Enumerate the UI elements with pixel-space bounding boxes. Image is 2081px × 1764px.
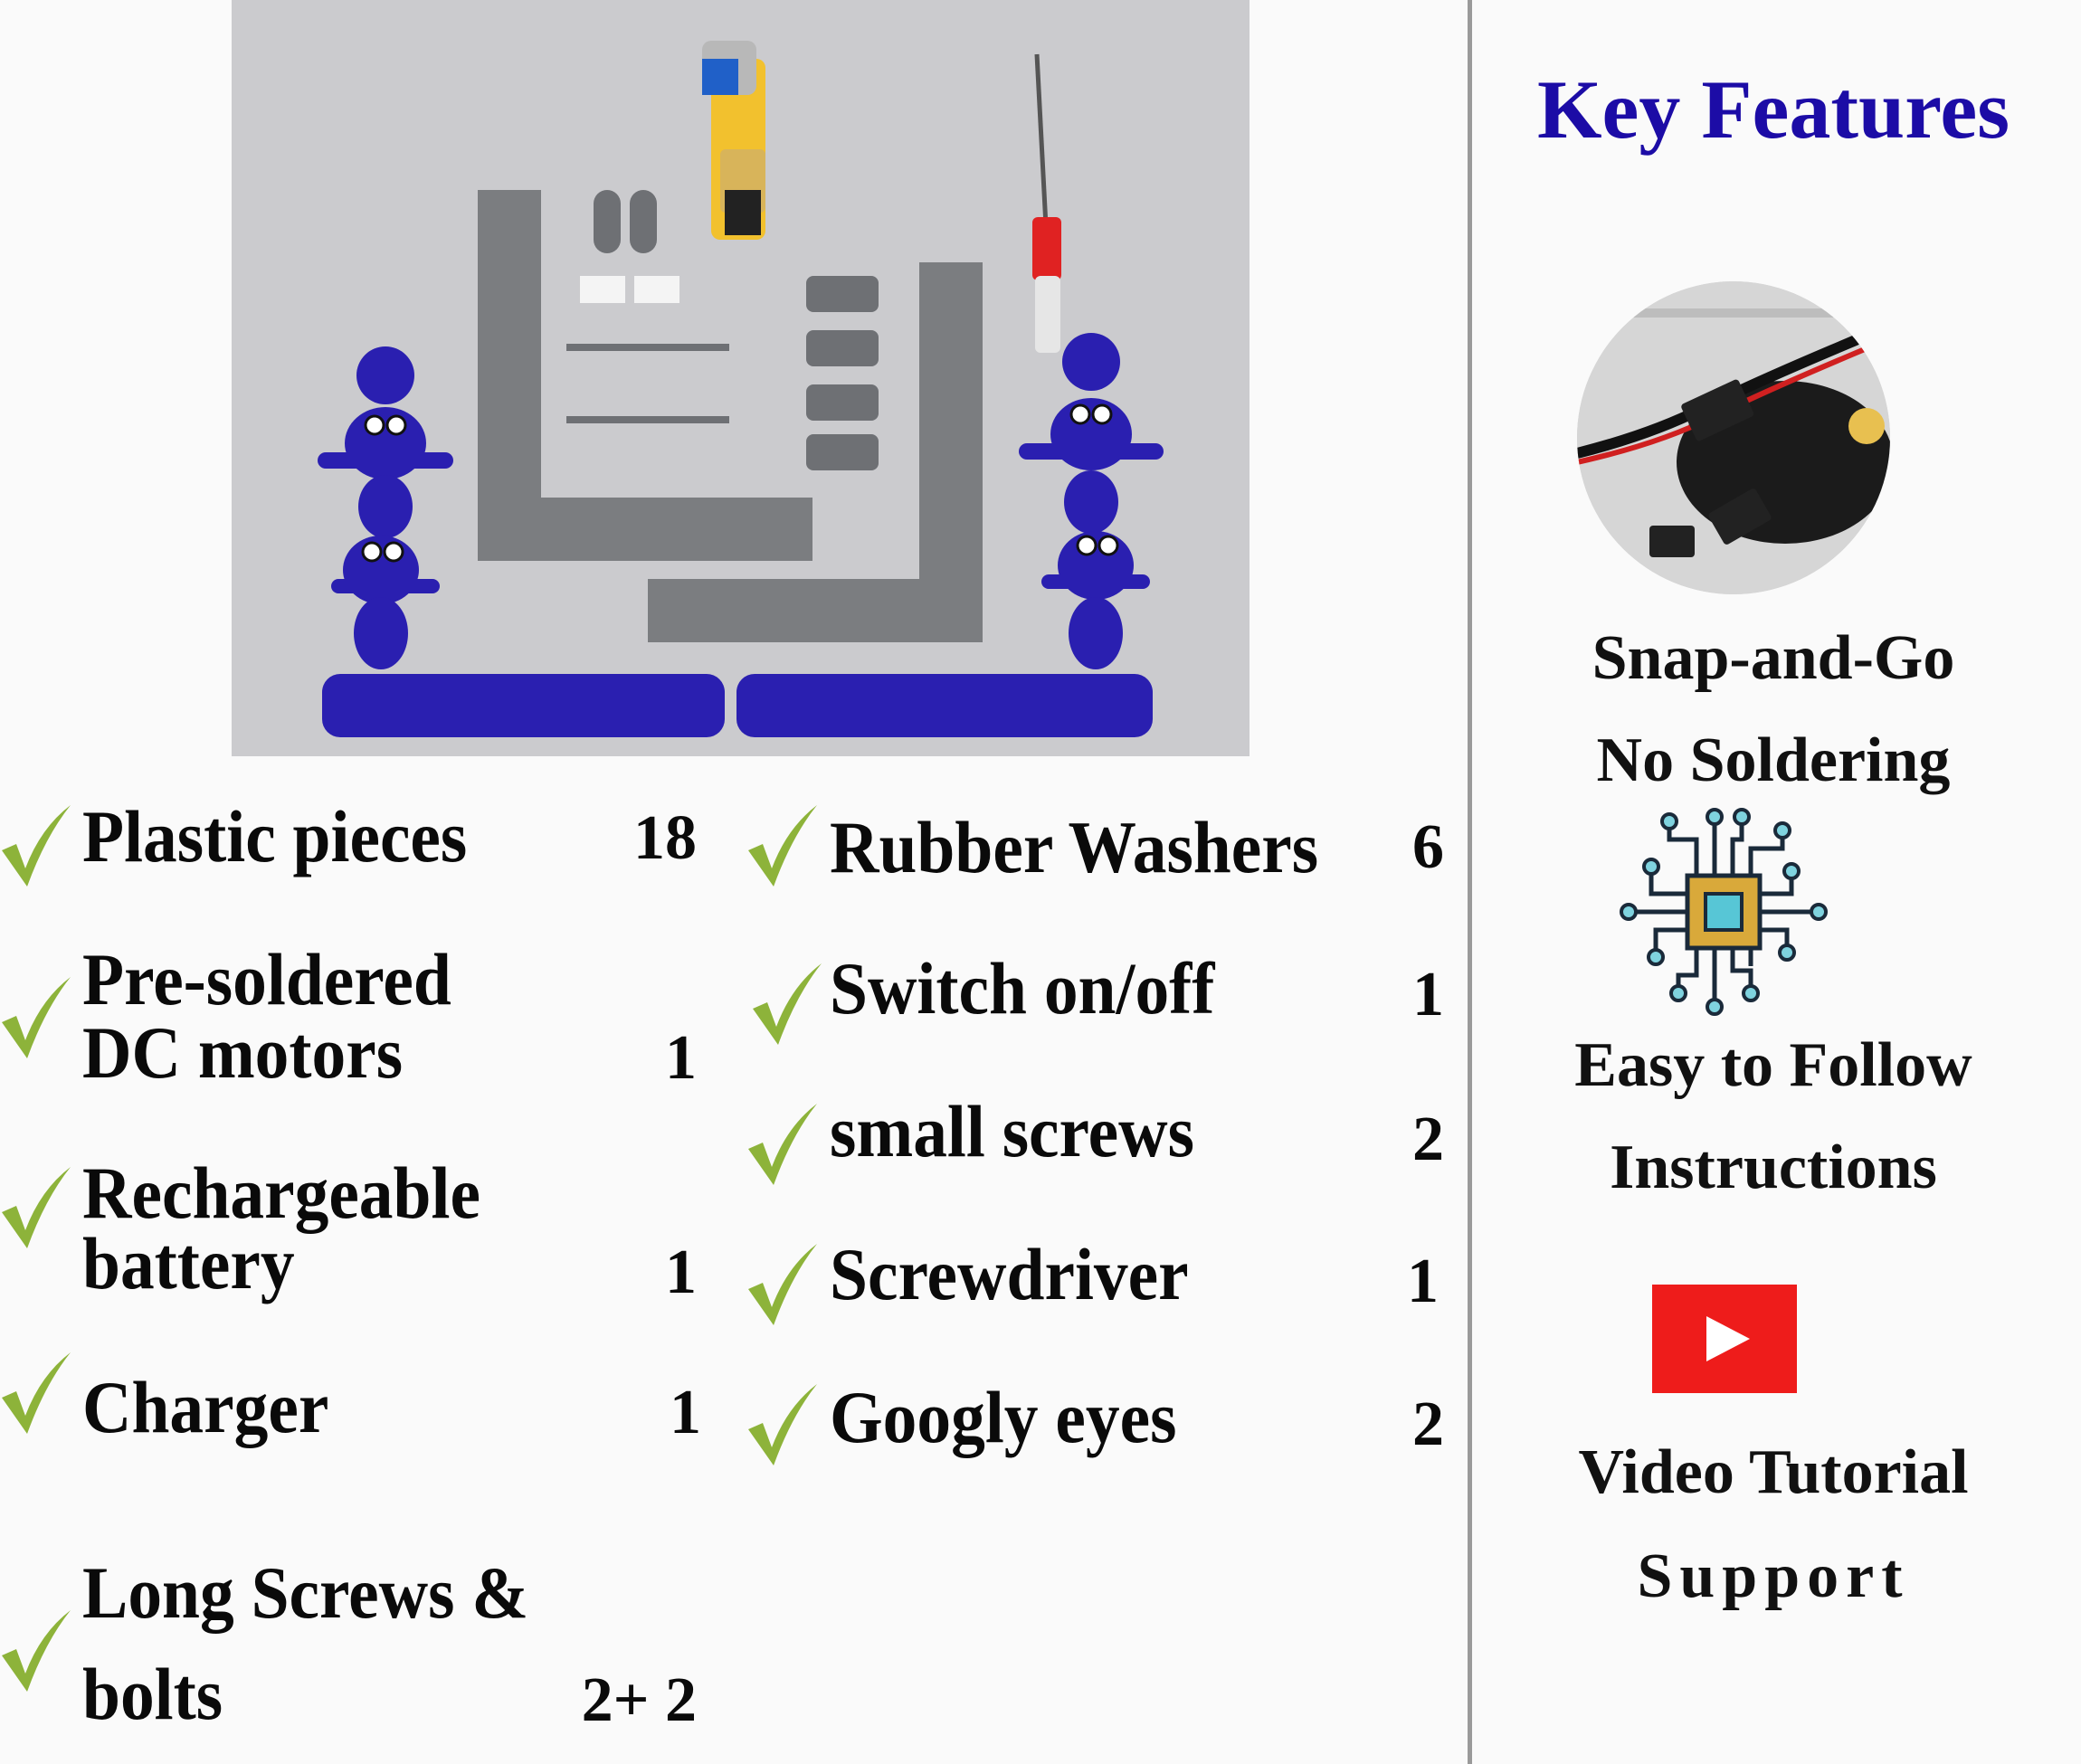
- item-quantity: 2+ 2: [581, 1665, 697, 1735]
- youtube-play-icon: [1652, 1285, 1797, 1393]
- checkmark-icon: [748, 1104, 817, 1185]
- small-parts: [566, 190, 879, 470]
- checkmark-icon: [753, 963, 822, 1045]
- connector-photo: [1577, 281, 1890, 594]
- item-label: bolts: [82, 1653, 223, 1735]
- item-quantity: 1: [665, 1023, 697, 1093]
- checkmark-icon: [2, 805, 71, 887]
- item-label: Pre-soldered: [82, 938, 451, 1020]
- checkmark-icon: [748, 1244, 817, 1325]
- item-label: Rubber Washers: [830, 806, 1319, 888]
- feature-instructions: Instructions: [1610, 1133, 1937, 1202]
- checkmark-icon: [2, 1352, 71, 1434]
- blue-base-bar: [322, 674, 725, 737]
- item-quantity: 2: [1412, 1105, 1444, 1174]
- blue-base-bar: [736, 674, 1153, 737]
- feature-no-soldering: No Soldering: [1596, 726, 1951, 795]
- item-label: Plastic pieces: [82, 795, 468, 877]
- item-label: Screwdriver: [830, 1233, 1189, 1315]
- item-quantity: 1: [665, 1238, 697, 1307]
- feature-video-tutorial: Video Tutorial: [1578, 1437, 1969, 1507]
- feature-support: Support: [1637, 1541, 1910, 1611]
- item-quantity: 18: [633, 803, 697, 873]
- gray-l-piece: [478, 190, 812, 561]
- item-label: small screws: [830, 1090, 1194, 1172]
- item-quantity: 1: [1407, 1247, 1439, 1316]
- column-divider: [1468, 0, 1472, 1764]
- item-quantity: 1: [1412, 960, 1444, 1029]
- item-quantity: 1: [670, 1378, 701, 1447]
- item-label: Long Screws &: [82, 1551, 529, 1634]
- switch: [725, 190, 761, 235]
- item-label: Charger: [82, 1366, 329, 1448]
- charger-board: [702, 59, 738, 95]
- checkmark-icon: [2, 1167, 71, 1248]
- checkmark-icon: [748, 805, 817, 887]
- checkmark-icon: [2, 977, 71, 1058]
- item-quantity: 6: [1412, 812, 1444, 882]
- checkmark-icon: [2, 1610, 71, 1692]
- feature-easy-to-follow: Easy to Follow: [1574, 1030, 1972, 1100]
- checkmark-icon: [748, 1384, 817, 1465]
- screwdriver: [1032, 217, 1061, 280]
- googly-eyes: [361, 403, 1119, 563]
- item-quantity: 2: [1412, 1389, 1444, 1459]
- kit-parts-illustration: [232, 0, 1250, 756]
- key-features-title: Key Features: [1536, 63, 2010, 156]
- item-label: battery: [82, 1222, 295, 1304]
- circuit-chip-icon: [1620, 808, 1828, 1016]
- item-label: Googly eyes: [830, 1376, 1177, 1458]
- kit-parts-photo: [232, 0, 1250, 756]
- item-label: Rechargeable: [82, 1152, 480, 1234]
- item-label: DC motors: [82, 1011, 404, 1094]
- gray-l-piece: [648, 262, 983, 642]
- item-label: Switch on/off: [830, 947, 1215, 1029]
- feature-snap-and-go: Snap-and-Go: [1592, 623, 1955, 693]
